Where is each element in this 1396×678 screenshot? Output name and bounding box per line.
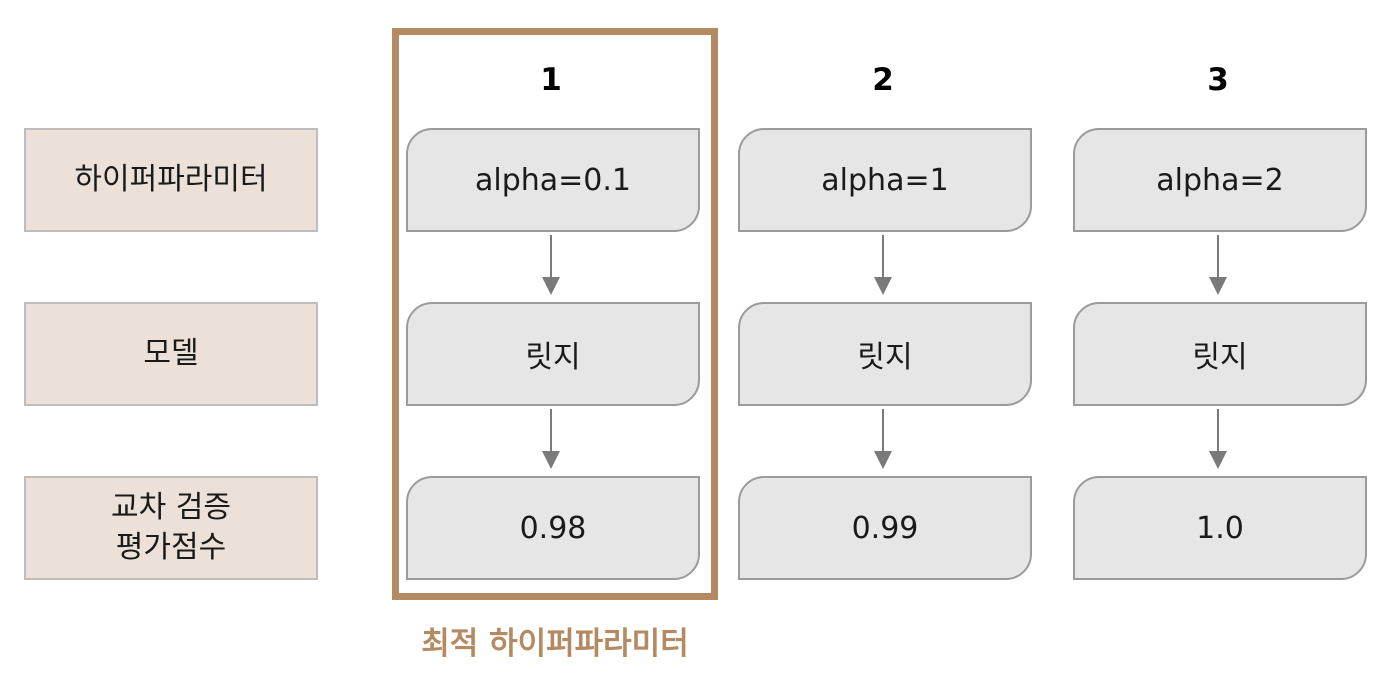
arrow-down-icon bbox=[1209, 409, 1227, 469]
model-value-3: 릿지 bbox=[1192, 340, 1248, 375]
model-cell-2: 릿지 bbox=[738, 302, 1032, 406]
row-label-cv-score-line2: 평가점수 bbox=[115, 530, 227, 565]
row-label-model: 모델 bbox=[24, 302, 318, 406]
row-label-cv-score-line1: 교차 검증 bbox=[111, 489, 231, 525]
arrow-down-icon bbox=[874, 235, 892, 295]
column-header-2: 2 bbox=[872, 62, 894, 98]
score-cell-1: 0.98 bbox=[406, 476, 700, 580]
row-label-hyperparameter: 하이퍼파라미터 bbox=[24, 128, 318, 232]
row-label-hyperparameter-text: 하이퍼파라미터 bbox=[74, 161, 268, 197]
column-header-3: 3 bbox=[1207, 62, 1229, 98]
model-value-1: 릿지 bbox=[525, 340, 581, 375]
arrow-down-icon bbox=[874, 409, 892, 469]
hyperparam-value-3: alpha=2 bbox=[1156, 162, 1284, 198]
score-cell-2: 0.99 bbox=[738, 476, 1032, 580]
model-cell-1: 릿지 bbox=[406, 302, 700, 406]
hyperparam-cell-1: alpha=0.1 bbox=[406, 128, 700, 232]
hyperparam-cell-2: alpha=1 bbox=[738, 128, 1032, 232]
model-cell-3: 릿지 bbox=[1073, 302, 1367, 406]
best-hyperparameter-caption: 최적 하이퍼파라미터 bbox=[421, 626, 689, 662]
arrow-down-icon bbox=[1209, 235, 1227, 295]
score-value-3: 1.0 bbox=[1196, 510, 1244, 546]
arrow-down-icon bbox=[542, 409, 560, 469]
best-column-highlight-frame bbox=[392, 28, 718, 600]
hyperparam-value-1: alpha=0.1 bbox=[474, 162, 631, 198]
arrow-down-icon bbox=[542, 235, 560, 295]
score-value-2: 0.99 bbox=[851, 510, 919, 546]
hyperparam-value-2: alpha=1 bbox=[821, 162, 949, 198]
score-cell-3: 1.0 bbox=[1073, 476, 1367, 580]
score-value-1: 0.98 bbox=[519, 510, 587, 546]
row-label-cv-score: 교차 검증 평가점수 bbox=[24, 476, 318, 580]
hyperparam-cell-3: alpha=2 bbox=[1073, 128, 1367, 232]
column-header-1: 1 bbox=[540, 62, 562, 98]
row-label-model-text: 모델 bbox=[143, 335, 199, 371]
model-value-2: 릿지 bbox=[857, 340, 913, 375]
